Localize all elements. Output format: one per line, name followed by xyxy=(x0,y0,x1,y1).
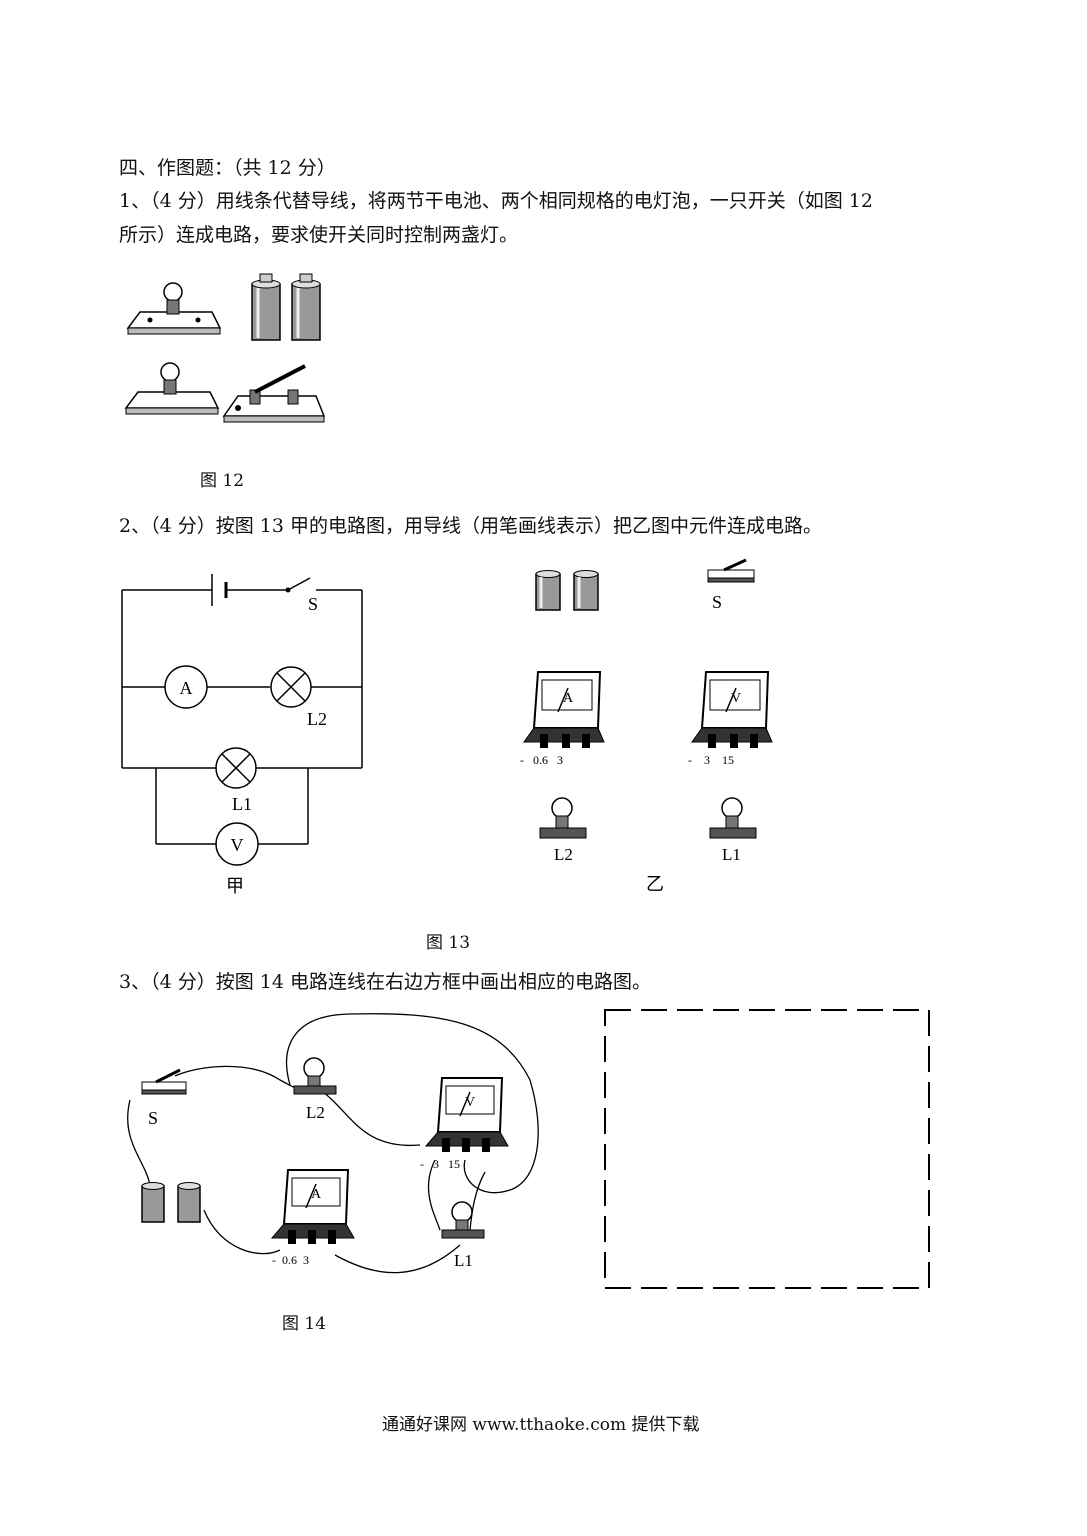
q1-text-line1: 1、（4 分）用线条代替导线，将两节干电池、两个相同规格的电灯泡，一只开关（如图… xyxy=(119,190,873,212)
schematic-caption: 甲 xyxy=(226,876,244,897)
knife-switch-icon xyxy=(707,558,755,583)
figure-13-caption: 图 13 xyxy=(426,933,471,953)
fig14-ammeter-terminals: - 0.6 3 xyxy=(272,1253,309,1267)
section-title: 四、作图题：（共 12 分） xyxy=(119,157,336,179)
yi-ammeter-symbol: A xyxy=(563,691,574,706)
battery-icon xyxy=(535,570,561,611)
answer-box[interactable] xyxy=(603,1008,931,1290)
fig14-voltmeter-symbol: V xyxy=(465,1095,475,1110)
ammeter-icon: A xyxy=(523,671,605,748)
yi-switch-label: S xyxy=(712,592,722,612)
circuit-components-yi: S A - 0.6 3 V - 3 15 L2 L1 乙 xyxy=(520,558,773,895)
q3-text: 3、（4 分）按图 14 电路连线在右边方框中画出相应的电路图。 xyxy=(119,971,651,993)
lamp-icon xyxy=(441,1201,485,1239)
fig14-l2-label: L2 xyxy=(306,1103,325,1122)
battery-icon xyxy=(573,570,599,611)
schematic-l2-label: L2 xyxy=(307,709,327,729)
figure-14: S L2 V - 3 15 A - 0.6 3 L1 xyxy=(127,1013,539,1274)
figure-12 xyxy=(124,273,326,423)
yi-l2-label: L2 xyxy=(554,845,573,864)
figure-14-caption: 图 14 xyxy=(282,1314,327,1334)
yi-ammeter-terminals: - 0.6 3 xyxy=(520,753,563,767)
battery-icon xyxy=(291,273,321,341)
lamp-board-icon xyxy=(126,282,222,335)
lamp-icon xyxy=(709,797,757,839)
ammeter-icon: A xyxy=(270,1169,355,1244)
schematic-l1-label: L1 xyxy=(232,794,252,814)
fig14-voltmeter-terminals: - 3 15 xyxy=(420,1157,460,1171)
lamp-icon xyxy=(293,1057,337,1095)
figure-12-caption: 图 12 xyxy=(200,471,245,491)
knife-switch-icon xyxy=(222,364,326,423)
voltmeter-icon: V xyxy=(691,671,773,748)
fig14-ammeter-symbol: A xyxy=(311,1187,322,1202)
yi-voltmeter-symbol: V xyxy=(731,691,741,706)
fig14-l1-label: L1 xyxy=(454,1251,473,1270)
voltmeter-icon: V xyxy=(424,1077,509,1152)
battery-icon xyxy=(141,1182,201,1223)
q1-text-line2: 所示）连成电路，要求使开关同时控制两盏灯。 xyxy=(119,224,519,246)
q2-text: 2、（4 分）按图 13 甲的电路图，用导线（用笔画线表示）把乙图中元件连成电路… xyxy=(119,515,822,537)
lamp-icon xyxy=(539,797,587,839)
fig14-switch-label: S xyxy=(148,1108,158,1128)
yi-voltmeter-terminals: - 3 15 xyxy=(688,753,734,767)
schematic-ammeter-label: A xyxy=(180,678,193,698)
knife-switch-icon xyxy=(141,1068,187,1095)
yi-caption: 乙 xyxy=(646,874,664,895)
yi-l1-label: L1 xyxy=(722,845,741,864)
schematic-voltmeter-label: V xyxy=(231,835,244,855)
lamp-board-icon xyxy=(124,362,220,415)
circuit-schematic-jia: S A L2 L1 V 甲 xyxy=(121,574,363,897)
footer: 通通好课网 www.tthaoke.com 提供下载 xyxy=(382,1415,700,1435)
battery-icon xyxy=(251,273,281,341)
schematic-switch-label: S xyxy=(308,594,318,614)
